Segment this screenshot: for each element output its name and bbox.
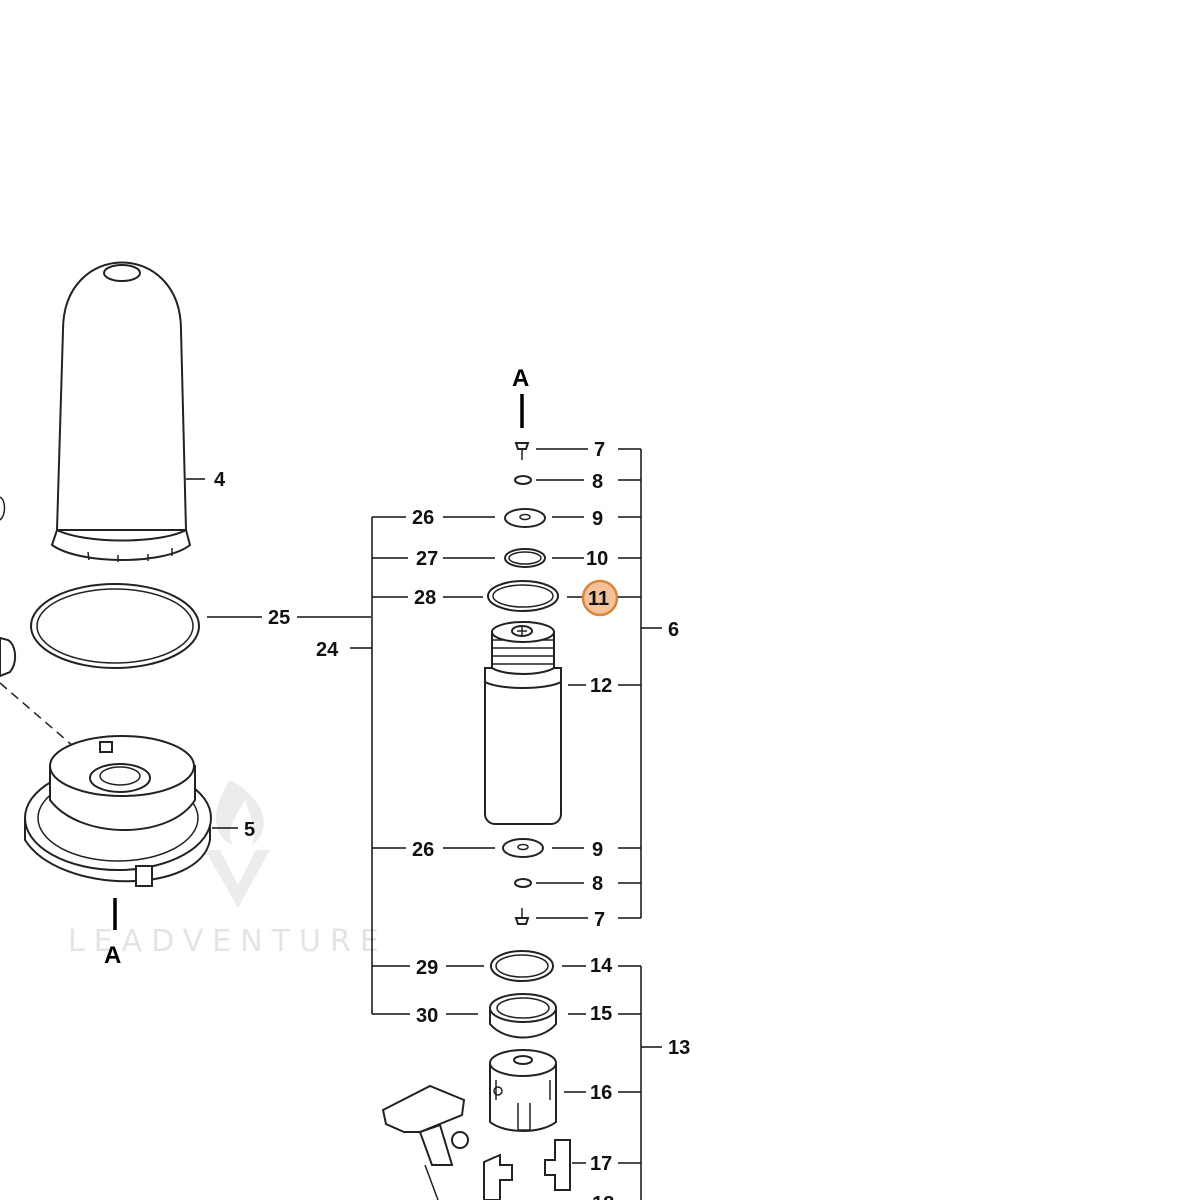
part-7-screw-bottom[interactable] [514, 908, 530, 925]
label-10: 10 [586, 548, 608, 570]
label-8-bottom: 8 [592, 873, 603, 895]
bracket-group-24 [350, 517, 373, 1014]
bracket-group-13 [640, 966, 662, 1200]
label-5: 5 [244, 819, 255, 841]
label-29: 29 [416, 957, 438, 979]
label-7-bottom: 7 [594, 909, 605, 931]
label-14: 14 [590, 955, 613, 977]
label-7-top: 7 [594, 439, 605, 461]
part-25-large-o-ring[interactable] [30, 583, 200, 669]
label-24: 24 [316, 639, 339, 661]
watermark-text: LEADVENTURE [68, 924, 388, 959]
part-15-collar-ring[interactable] [489, 993, 557, 1039]
label-17: 17 [590, 1153, 612, 1175]
part-4-dome-housing[interactable] [50, 261, 192, 563]
label-4: 4 [214, 469, 226, 491]
part-9-seal-disc-top[interactable] [504, 508, 546, 528]
part-14-o-ring[interactable] [490, 950, 554, 982]
label-26-bottom: 26 [412, 839, 434, 861]
label-8-top: 8 [592, 471, 603, 493]
part-8-washer-bottom[interactable] [514, 878, 532, 888]
section-marker-top: A [512, 365, 529, 392]
label-15: 15 [590, 1003, 612, 1025]
part-16-valve-body[interactable] [489, 1049, 557, 1132]
part-17-clips[interactable] [483, 1139, 571, 1200]
section-marker-bottom: A [104, 942, 121, 969]
part-5-filter-base[interactable] [24, 735, 212, 887]
label-6: 6 [668, 619, 679, 641]
label-16: 16 [590, 1082, 612, 1104]
part-8-washer-top[interactable] [514, 475, 532, 485]
part-12-filter-cartridge[interactable] [484, 621, 562, 825]
leadventure-watermark: LEADVENTURE [68, 780, 388, 959]
label-26-top: 26 [412, 507, 434, 529]
highlight-marker [581, 579, 619, 617]
label-18: 18 [592, 1193, 614, 1200]
label-12: 12 [590, 675, 612, 697]
label-13: 13 [668, 1037, 690, 1059]
label-11: 11 [588, 588, 609, 610]
label-9-bottom: 9 [592, 839, 603, 861]
label-27: 27 [416, 548, 438, 570]
highlighted-callout-11[interactable]: 11 [581, 579, 619, 617]
label-9-top: 9 [592, 508, 603, 530]
watermark-v-icon [205, 850, 270, 908]
part-9-seal-disc-bottom[interactable] [502, 838, 544, 858]
part-lever-handle[interactable] [381, 1084, 469, 1200]
part-11-o-ring[interactable] [487, 580, 559, 612]
part-7-screw-top[interactable] [514, 442, 530, 460]
left-edge-fragments [0, 496, 81, 753]
part-10-small-o-ring[interactable] [504, 548, 546, 568]
watermark-flame-icon [215, 780, 264, 845]
label-28: 28 [414, 587, 436, 609]
label-25: 25 [268, 607, 290, 629]
label-30: 30 [416, 1005, 438, 1027]
bracket-group-6 [640, 449, 662, 918]
